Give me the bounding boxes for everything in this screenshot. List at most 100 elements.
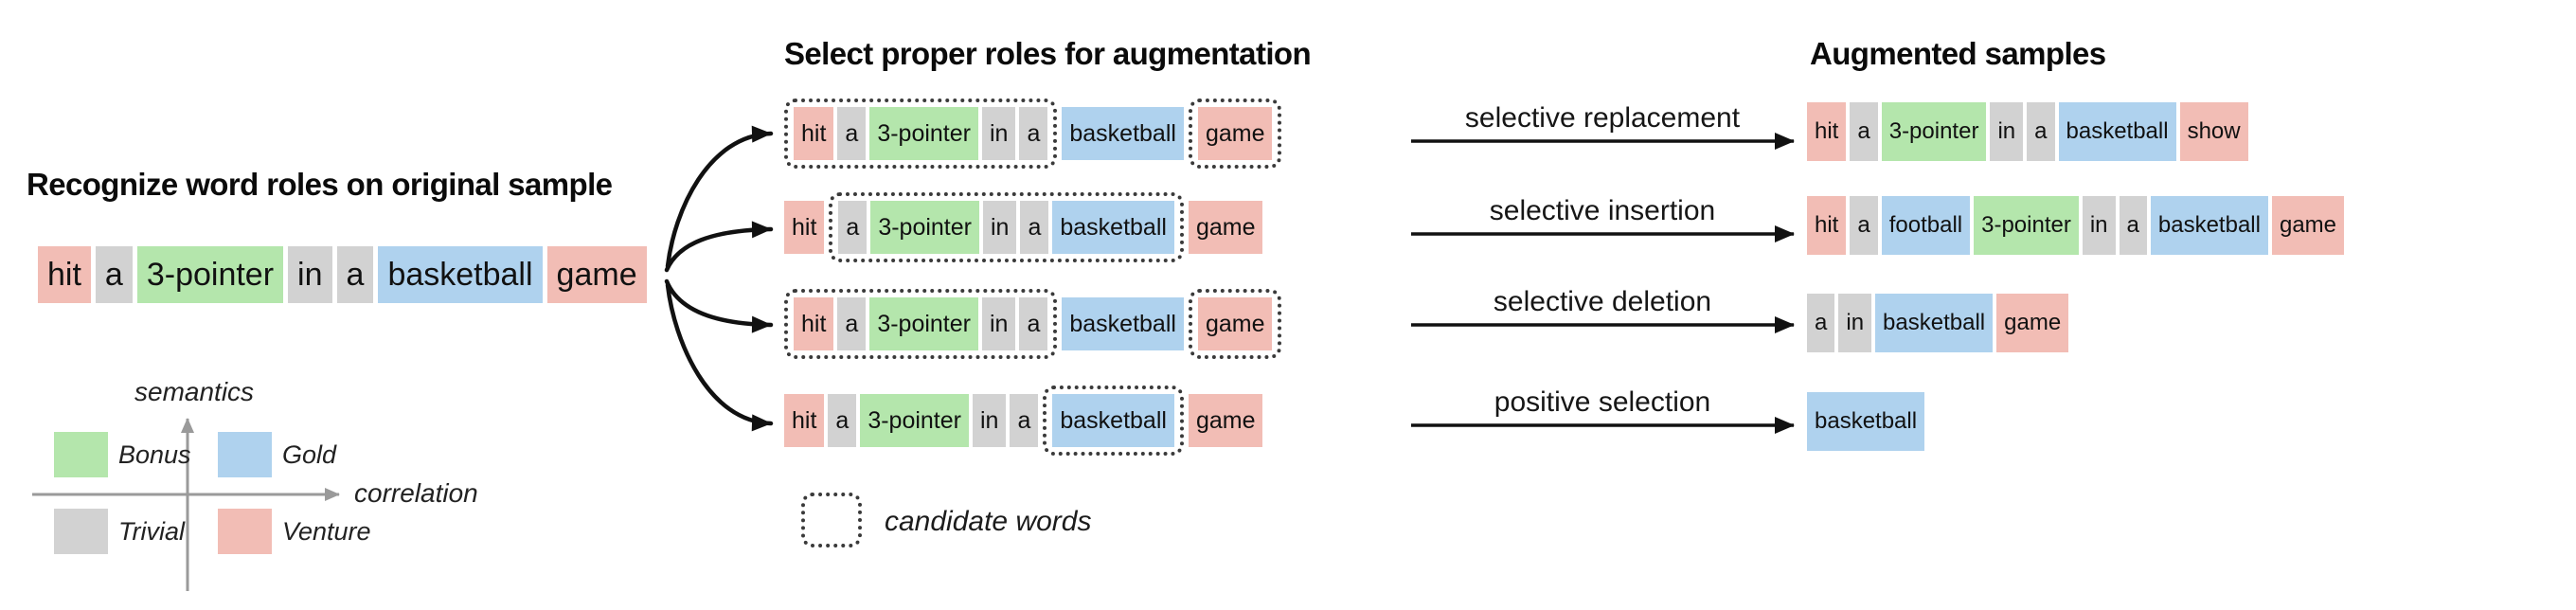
operation-label-selective-deletion: selective deletion (1493, 286, 1712, 317)
word-chip-a: a (95, 246, 133, 303)
semantics-axis-label: semantics (134, 377, 255, 406)
word-chip-basketball: basketball (1062, 107, 1184, 160)
curved-arrow-icon-4 (665, 282, 774, 432)
word-chip-hit: hit (1807, 102, 1847, 161)
word-chip-a: a (837, 297, 867, 350)
curved-arrow-icon-3 (664, 278, 774, 333)
word-chip-a: a (838, 201, 868, 254)
word-chip-hit: hit (794, 107, 834, 160)
curved-arrow-icon-1 (665, 125, 774, 269)
word-chip-a: a (837, 107, 867, 160)
word-chip-a: a (1807, 294, 1835, 352)
word-chip-3-pointer: 3-pointer (869, 297, 978, 350)
word-chip-game: game (546, 246, 647, 303)
right-section-title: Augmented samples (1810, 36, 2106, 71)
word-group: game (1188, 394, 1263, 447)
word-chip-game: game (1996, 294, 2069, 352)
left-section-title: Recognize word roles on original sample (27, 167, 613, 202)
word-chip-basketball: basketball (1062, 297, 1184, 350)
legend-label-trivial: Trivial (118, 517, 185, 546)
word-chip-hit: hit (1807, 196, 1847, 255)
word-chip-hit: hit (784, 201, 825, 254)
word-chip-game: game (1197, 297, 1273, 350)
legend-swatch-venture (218, 509, 272, 554)
word-chip-in: in (981, 107, 1016, 160)
word-chip-a: a (2119, 196, 2147, 255)
word-chip-game: game (2271, 196, 2345, 255)
word-group: basketball (1062, 297, 1184, 350)
operation-label-selective-insertion: selective insertion (1489, 195, 1716, 226)
word-chip-football: football (1881, 196, 1971, 255)
word-chip-a: a (336, 246, 374, 303)
legend-label-bonus: Bonus (118, 440, 191, 469)
word-chip-3-pointer: 3-pointer (870, 201, 979, 254)
word-chip-a: a (1019, 107, 1048, 160)
word-group: hit (784, 201, 825, 254)
word-chip-basketball: basketball (1052, 394, 1174, 447)
fan-arrow-icons (664, 125, 774, 432)
word-chip-in: in (1838, 294, 1872, 352)
word-chip-a: a (1019, 297, 1048, 350)
word-chip-a: a (1020, 201, 1049, 254)
word-chip-basketball: basketball (1807, 392, 1925, 451)
word-chip-game: game (1188, 394, 1263, 447)
word-chip-3-pointer: 3-pointer (860, 394, 969, 447)
candidate-words-label: candidate words (885, 506, 1092, 537)
word-chip-show: show (2179, 102, 2248, 161)
word-chip-game: game (1188, 201, 1263, 254)
legend-label-gold: Gold (282, 440, 337, 469)
word-chip-3-pointer: 3-pointer (136, 246, 284, 303)
word-chip-basketball: basketball (2150, 196, 2268, 255)
correlation-axis-label: correlation (354, 478, 478, 508)
word-chip-in: in (288, 246, 332, 303)
word-chip-hit: hit (794, 297, 834, 350)
candidate-group: basketball (1043, 386, 1184, 456)
word-chip-3-pointer: 3-pointer (869, 107, 978, 160)
candidate-box-icon (801, 493, 862, 547)
word-chip-in: in (982, 201, 1017, 254)
legend-swatch-bonus (54, 432, 108, 477)
word-group: game (1188, 201, 1263, 254)
word-chip-game: game (1197, 107, 1273, 160)
word-chip-a: a (2027, 102, 2055, 161)
word-chip-in: in (2082, 196, 2116, 255)
operation-arrow-icons (1411, 133, 1795, 434)
operation-label-positive-selection: positive selection (1494, 386, 1711, 418)
legend-swatch-trivial (54, 509, 108, 554)
word-group: basketball (1062, 107, 1184, 160)
word-chip-hit: hit (38, 246, 91, 303)
curved-arrow-icon-2 (664, 221, 774, 273)
word-chip-3-pointer: 3-pointer (1974, 196, 2079, 255)
word-chip-basketball: basketball (1052, 201, 1174, 254)
augmented-row-4: basketball (1807, 392, 1928, 451)
middle-section-title: Select proper roles for augmentation (784, 36, 1312, 71)
legend-swatch-gold (218, 432, 272, 477)
candidate-group: game (1188, 99, 1282, 169)
word-chip-hit: hit (784, 394, 825, 447)
legend-label-venture: Venture (282, 517, 371, 546)
word-chip-a: a (1850, 102, 1878, 161)
word-chip-basketball: basketball (2058, 102, 2176, 161)
word-chip-a: a (1010, 394, 1039, 447)
word-chip-basketball: basketball (378, 246, 543, 303)
word-chip-a: a (1850, 196, 1878, 255)
word-chip-3-pointer: 3-pointer (1881, 102, 1987, 161)
word-chip-in: in (1990, 102, 2024, 161)
word-chip-in: in (981, 297, 1016, 350)
word-chip-basketball: basketball (1875, 294, 1994, 352)
word-chip-a: a (828, 394, 857, 447)
